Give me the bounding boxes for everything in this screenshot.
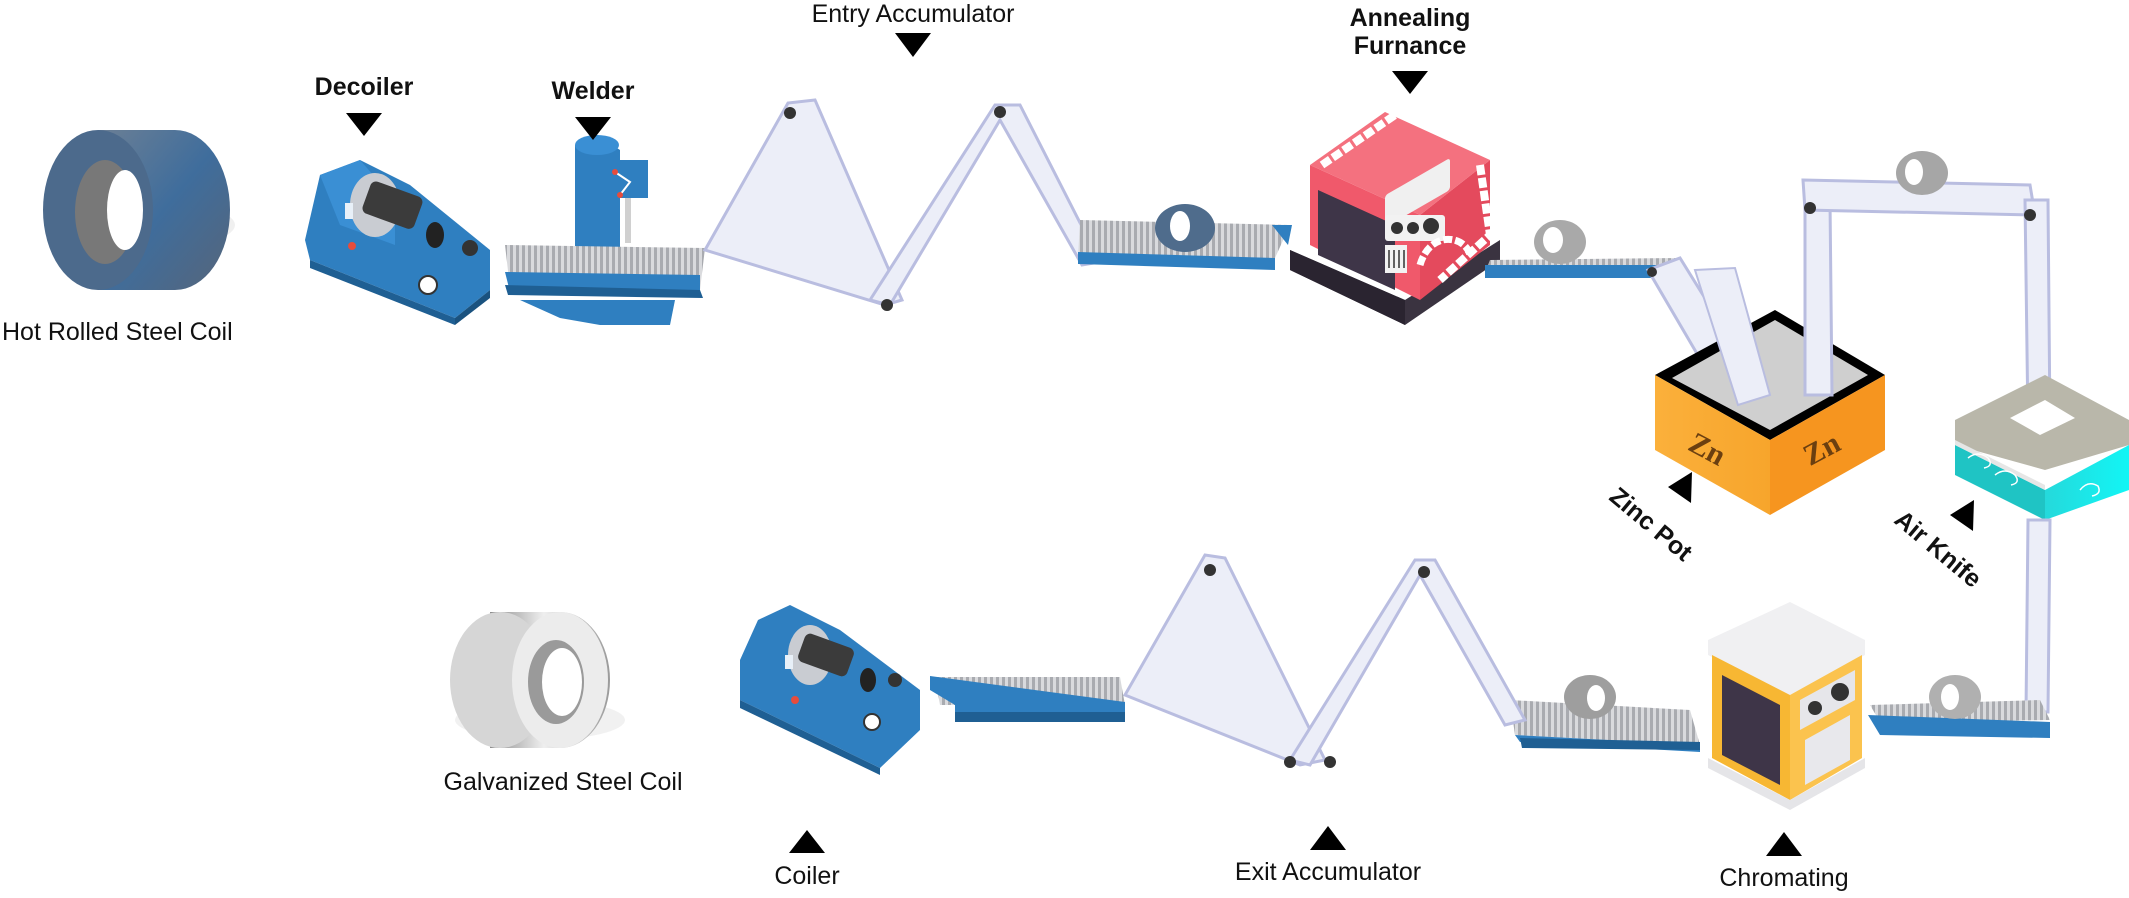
post-air-knife-conveyor [1868,675,2050,738]
annealing-furnace-label-line2: Furnance [1353,32,1467,60]
galvanized-coil-icon [450,612,625,748]
coil-on-conveyor-icon [1155,204,1215,252]
exit-accumulator-label: Exit Accumulator [1234,858,1422,886]
chromating-unit-icon [1708,602,1865,810]
exit-conveyor [1510,675,1700,752]
annealing-furnace-arrow-icon [1392,71,1428,94]
coil-on-conveyor-icon [1929,675,1981,719]
welder-label: Welder [551,77,635,105]
chromating-label: Chromating [1719,864,1849,892]
zinc-pot-arrow-icon [1668,472,1692,503]
coil-on-loop-icon [1896,151,1948,195]
strip-top-loop [1801,151,2052,427]
entry-accumulator-label: Entry Accumulator [811,0,1015,28]
coiler-conveyor [930,676,1125,722]
welder-machine-icon [505,135,705,325]
pre-zinc-conveyor [1485,220,1680,278]
galvanized-coil-label: Galvanized Steel Coil [443,768,683,796]
welder-arrow-icon [575,117,611,140]
coil-on-conveyor-icon [1534,220,1586,264]
decoiler-arrow-icon [346,113,382,136]
entry-conveyor [1078,204,1292,270]
coiler-arrow-icon [789,830,825,853]
exit-accumulator-arrow-icon [1310,826,1346,850]
coil-on-conveyor-icon [1564,675,1616,719]
strip-into-zinc-pot [1693,266,1772,407]
coiler-label: Coiler [774,862,840,890]
decoiler-label: Decoiler [314,73,414,101]
exit-accumulator-strip [1122,553,1528,768]
hot-rolled-coil-label: Hot Rolled Steel Coil [2,318,233,346]
chromating-arrow-icon [1766,832,1802,856]
strip-down-to-exit [2024,518,2052,718]
entry-accumulator-arrow-icon [895,33,931,57]
annealing-furnace-label-line1: Annealing [1349,4,1471,32]
air-knife-icon [1955,375,2129,520]
annealing-furnace-label: Annealing Furnance [1350,4,1471,60]
decoiler-machine-icon [305,160,490,325]
hot-rolled-coil-icon [43,130,235,290]
coiler-machine-icon [740,605,920,775]
entry-accumulator-strip [702,98,1103,311]
air-knife-arrow-icon [1950,500,1974,531]
pointer-arrows [346,33,1974,856]
annealing-furnace-icon [1290,109,1500,325]
